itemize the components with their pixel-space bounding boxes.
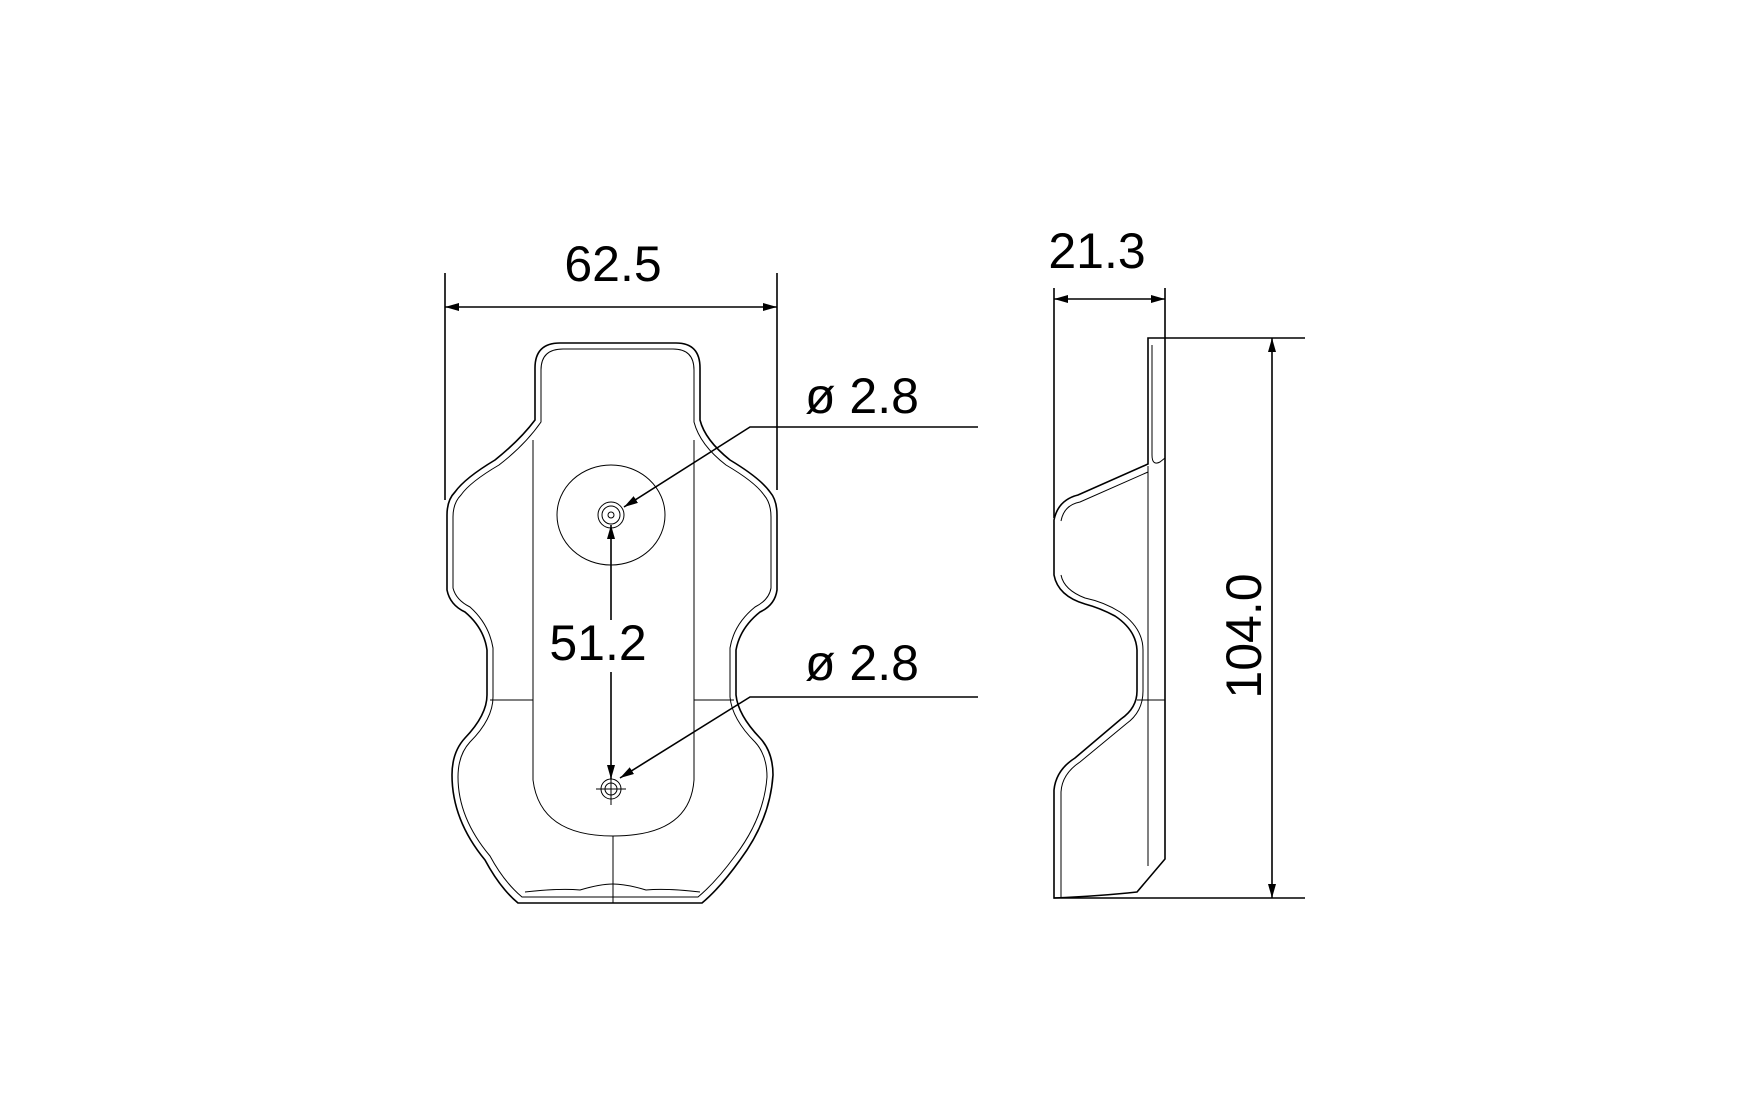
side-view: 21.3 104.0 [1048,223,1305,899]
depth-dimension-label: 21.3 [1048,223,1145,279]
upper-hole-center [607,511,615,519]
part-outline-outer [446,342,778,904]
width-dimension-label: 62.5 [564,236,661,292]
part-outline-inner [452,348,772,898]
front-view: 62.5 51.2 ø 2.8 ø 2.8 [444,236,978,904]
lower-hole-callout: ø 2.8 [805,635,919,691]
lower-hole-leader [619,696,978,779]
upper-hole [601,505,621,525]
height-dimension-label: 104.0 [1216,573,1272,698]
side-profile-inner [1060,345,1166,898]
hole-spacing-label: 51.2 [549,615,646,671]
upper-hole-leader [623,426,978,508]
upper-hole-callout: ø 2.8 [805,368,919,424]
side-profile-outline [1053,337,1166,899]
